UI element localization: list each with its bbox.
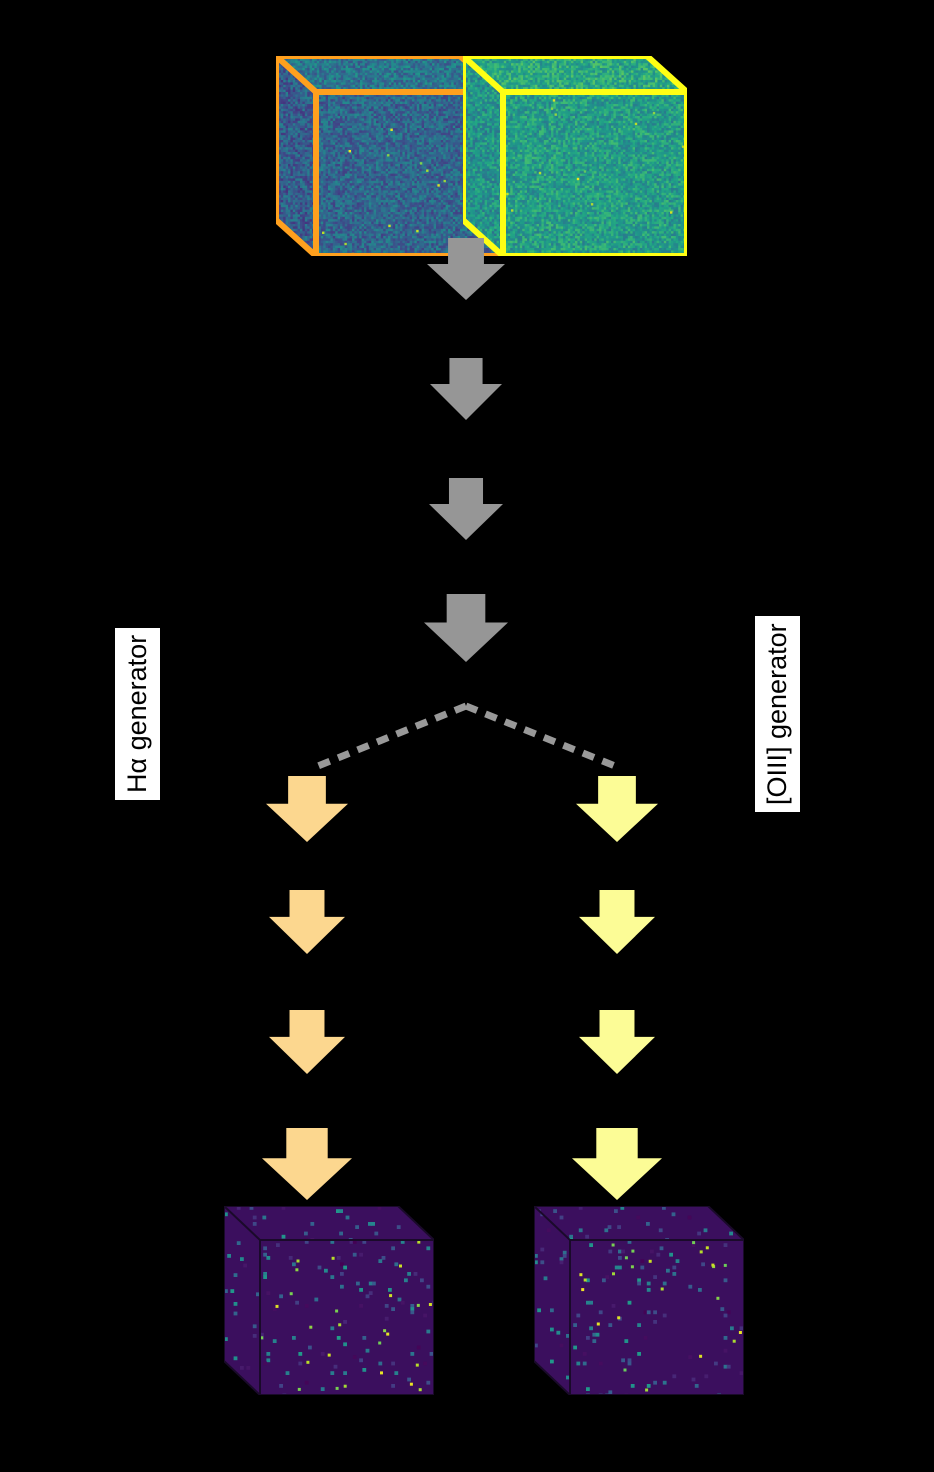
trunk-arrow-2: [430, 358, 502, 420]
halpha-arrow-4: [262, 1128, 352, 1200]
oiii-arrow-3: [579, 1010, 655, 1074]
oiii-arrow-1: [576, 776, 658, 842]
oiii-output-cube: [534, 1206, 744, 1395]
oiii-arrow-2: [579, 890, 655, 954]
halpha-arrow-2: [269, 890, 345, 954]
halpha-generator-label: Hα generator: [115, 627, 160, 800]
split-line-right: [464, 702, 622, 772]
oiii-generator-label: [OIII] generator: [755, 616, 800, 812]
trunk-arrow-1: [427, 238, 505, 300]
oiii-arrow-4: [572, 1128, 662, 1200]
halpha-output-cube: [224, 1206, 434, 1395]
split-line-left: [311, 702, 468, 772]
halpha-arrow-3: [269, 1010, 345, 1074]
halpha-arrow-1: [266, 776, 348, 842]
trunk-arrow-4: [424, 594, 508, 662]
trunk-arrow-3: [429, 478, 503, 540]
oiii-input-cube: [463, 56, 687, 256]
